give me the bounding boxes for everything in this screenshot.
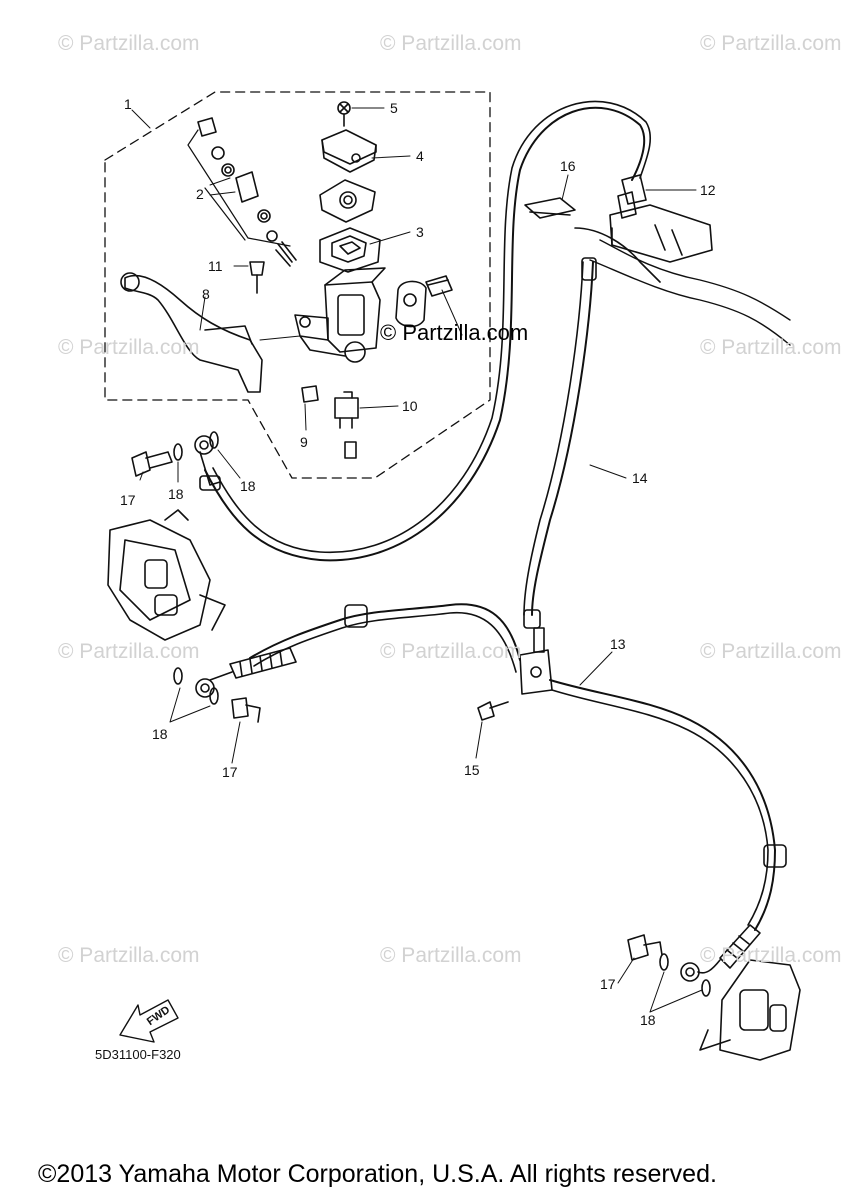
caliper-left	[107, 509, 226, 641]
watermark: © Partzilla.com	[700, 944, 842, 967]
hose-13	[549, 679, 787, 974]
watermark: © Partzilla.com	[700, 640, 842, 663]
callout-17: 17	[600, 976, 616, 992]
callout-3: 3	[416, 224, 424, 240]
bolt-15	[477, 701, 509, 721]
diaphragm	[319, 227, 381, 273]
union-bolt-upper	[131, 431, 219, 477]
fwd-arrow	[119, 999, 179, 1043]
nut	[301, 385, 319, 403]
watermark: © Partzilla.com	[58, 32, 200, 55]
diagram-code: 5D31100-F320	[95, 1047, 181, 1062]
callout-15: 15	[464, 762, 480, 778]
banjo-lower-right	[627, 934, 711, 997]
watermark: © Partzilla.com	[700, 336, 842, 359]
holder-clamp	[395, 275, 453, 328]
pivot-bolt	[249, 261, 265, 294]
watermark: © Partzilla.com	[380, 944, 522, 967]
callout-12: 12	[700, 182, 716, 198]
callout-18: 18	[640, 1012, 656, 1028]
leader-lines	[131, 107, 703, 1013]
cap-screw	[337, 101, 351, 127]
watermark: © Partzilla.com	[58, 336, 200, 359]
piston-kit	[197, 117, 297, 267]
watermark: © Partzilla.com	[58, 640, 200, 663]
callout-11: 11	[208, 258, 223, 274]
banjo-upper	[194, 435, 221, 491]
callout-1: 1	[124, 96, 132, 112]
watermark: © Partzilla.com	[380, 640, 522, 663]
callout-8: 8	[202, 286, 210, 302]
watermark: © Partzilla.com	[58, 944, 200, 967]
callout-2: 2	[196, 186, 204, 202]
hose-lower-left	[229, 603, 521, 679]
hose-upper-loop	[204, 106, 646, 562]
hose-14	[523, 257, 597, 629]
caliper-right	[699, 959, 801, 1061]
copyright-notice: ©2013 Yamaha Motor Corporation, U.S.A. A…	[38, 1160, 717, 1188]
callout-4: 4	[416, 148, 424, 164]
callout-17: 17	[120, 492, 136, 508]
callout-18: 18	[152, 726, 168, 742]
callout-9: 9	[300, 434, 308, 450]
callout-13: 13	[610, 636, 626, 652]
callout-16: 16	[560, 158, 576, 174]
callout-14: 14	[632, 470, 648, 486]
watermark: © Partzilla.com	[380, 32, 522, 55]
frame-bracket	[574, 204, 791, 346]
watermark: © Partzilla.com	[700, 32, 842, 55]
brake-lever	[120, 272, 263, 393]
hose-fitting-12	[617, 174, 647, 219]
hose-clip	[524, 197, 576, 219]
callout-17: 17	[222, 764, 238, 780]
assembly-boundary	[104, 91, 491, 479]
callout-18: 18	[168, 486, 184, 502]
hose-joint	[519, 627, 553, 695]
reservoir-cap	[321, 129, 377, 173]
plate	[319, 179, 376, 223]
master-cylinder-body	[294, 267, 386, 363]
callout-18: 18	[240, 478, 256, 494]
callout-5: 5	[390, 100, 398, 116]
brake-switch	[334, 391, 359, 459]
watermark-center: © Partzilla.com	[380, 320, 529, 345]
banjo-lower-left	[173, 667, 261, 723]
callout-10: 10	[402, 398, 418, 414]
